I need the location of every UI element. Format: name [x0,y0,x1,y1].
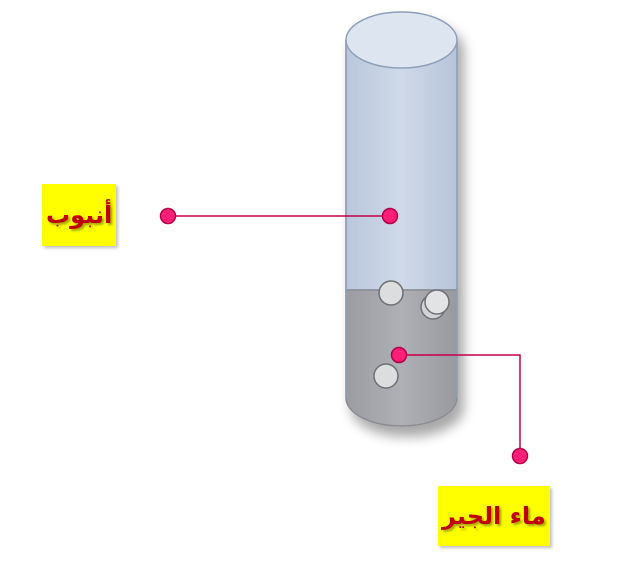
tube-label: أنبوب [42,184,117,246]
pointer-dot [381,207,399,225]
bubble [424,289,450,315]
tube-pointer [159,207,399,225]
bubble [373,363,399,389]
pointer-dot [159,207,177,225]
pointer-dot [390,346,408,364]
tube-glass [345,39,458,291]
tube-opening [345,11,458,69]
pointer-dot [511,447,529,465]
limewater-pointer [390,346,529,465]
bubble [378,280,404,306]
test-tube [345,11,458,427]
limewater-label: ماء الجير [438,486,550,546]
